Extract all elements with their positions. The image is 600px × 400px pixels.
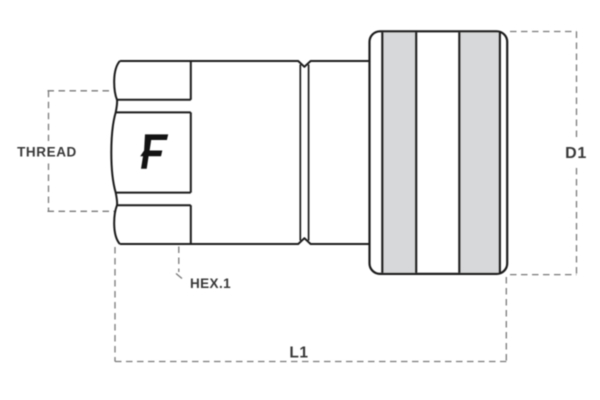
- svg-text:D1: D1: [565, 145, 587, 162]
- svg-text:L1: L1: [289, 345, 308, 362]
- svg-text:HEX.1: HEX.1: [190, 276, 231, 291]
- svg-text:THREAD: THREAD: [17, 144, 77, 159]
